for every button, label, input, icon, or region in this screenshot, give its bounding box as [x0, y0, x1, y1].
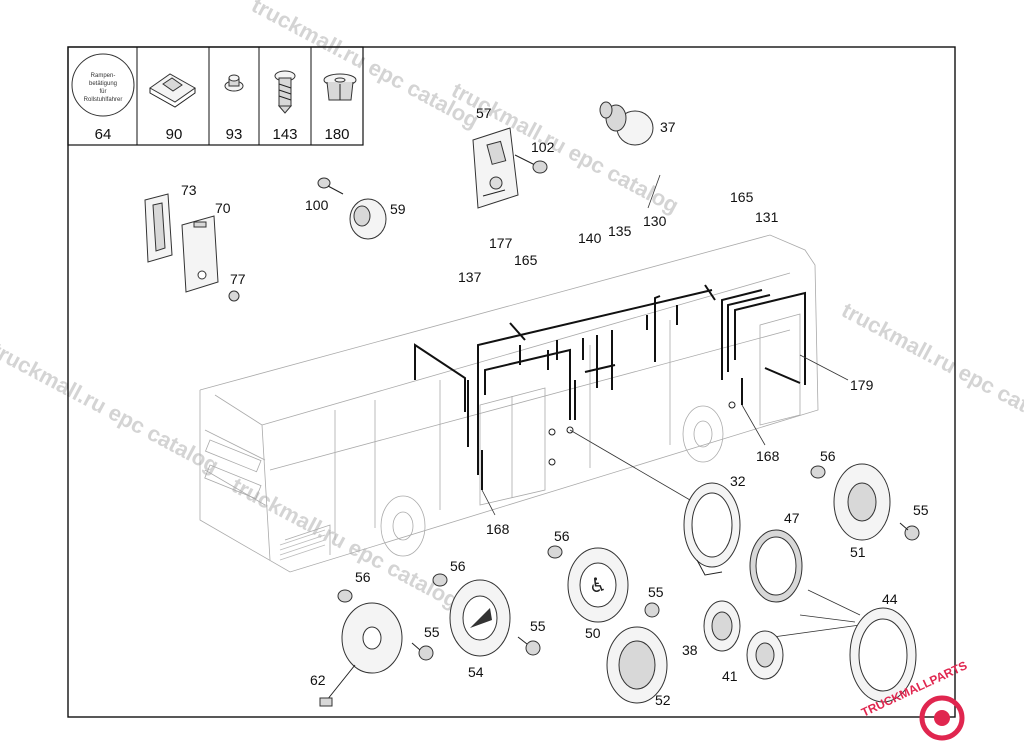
- part-73-frame: [144, 193, 173, 263]
- part-41-lens: [746, 630, 784, 680]
- part-52-bezel: [606, 626, 668, 704]
- part-70-cover: [181, 215, 219, 293]
- callout-100: 100: [305, 197, 329, 213]
- part-number-90: 90: [166, 126, 183, 143]
- wheelchair-icon: ♿: [589, 573, 607, 597]
- callout-55b: 55: [648, 584, 664, 600]
- callout-56a: 56: [820, 448, 836, 464]
- callout-131: 131: [755, 209, 779, 225]
- callout-44: 44: [882, 591, 898, 607]
- part-51-button-housing: [833, 463, 891, 541]
- callout-56d: 56: [450, 558, 466, 574]
- callout-140: 140: [578, 230, 602, 246]
- callout-37: 37: [660, 119, 676, 135]
- callout-50: 50: [585, 625, 601, 641]
- callout-62: 62: [310, 672, 326, 688]
- callout-32: 32: [730, 473, 746, 489]
- callout-labels: 57 102 37 73 70 77 100 59 177 165 137 14…: [181, 105, 929, 708]
- callout-56b: 56: [554, 528, 570, 544]
- callout-135: 135: [608, 223, 632, 239]
- screw-icon: [274, 70, 296, 114]
- callout-179: 179: [850, 377, 874, 393]
- part-47-ring: [749, 529, 803, 603]
- callout-70: 70: [215, 200, 231, 216]
- drawing-frame: [67, 46, 956, 718]
- callout-165a: 165: [514, 252, 538, 268]
- part-number-93: 93: [226, 126, 243, 143]
- watermark-text-1: truckmall.ru epc catalog: [248, 0, 483, 133]
- bus-outline: [199, 234, 819, 573]
- part-number-180: 180: [324, 126, 349, 143]
- callout-51: 51: [850, 544, 866, 560]
- callout-165b: 165: [730, 189, 754, 205]
- leader-lines: [481, 174, 861, 639]
- callout-73: 73: [181, 182, 197, 198]
- callout-102: 102: [531, 139, 555, 155]
- part-38-lens: [703, 600, 741, 652]
- callout-57: 57: [476, 105, 492, 121]
- part-number-143: 143: [272, 126, 297, 143]
- part-102-screw: [514, 154, 548, 174]
- sticker-line-1: Rampen-: [91, 73, 116, 79]
- callout-54: 54: [468, 664, 484, 680]
- callout-52: 52: [655, 692, 671, 708]
- part-59-knob: [349, 198, 387, 240]
- callout-59: 59: [390, 201, 406, 217]
- part-57-switch-panel: [472, 127, 519, 209]
- part-number-64: 64: [95, 126, 112, 143]
- callout-177: 177: [489, 235, 513, 251]
- rivet-icon: [224, 74, 244, 92]
- callout-55d: 55: [530, 618, 546, 634]
- header-parts-table: Rampen- betätigung für Rollstuhlfahrer: [67, 46, 364, 146]
- callout-168b: 168: [486, 521, 510, 537]
- callout-55a: 55: [913, 502, 929, 518]
- callout-41: 41: [722, 668, 738, 684]
- sticker-line-4: Rollstuhlfahrer: [84, 97, 123, 103]
- callout-38: 38: [682, 642, 698, 658]
- label-sticker-icon: Rampen- betätigung für Rollstuhlfahrer: [71, 53, 135, 117]
- part-62-button-base: [319, 602, 403, 707]
- callout-47: 47: [784, 510, 800, 526]
- callout-168a: 168: [756, 448, 780, 464]
- part-77-plug: [228, 290, 240, 302]
- part-37-lamp: [599, 101, 654, 146]
- part-50-wheelchair-button: ♿: [567, 547, 629, 623]
- sticker-line-2: betätigung: [89, 81, 117, 87]
- part-32-bezel: [683, 482, 741, 576]
- spreading-nut-icon: [323, 73, 357, 101]
- watermark-text-3: truckmall.ru epc catalog: [0, 337, 223, 478]
- part-100-screw: [317, 177, 344, 195]
- clip-nut-icon: [149, 73, 196, 108]
- callout-130: 130: [643, 213, 667, 229]
- sticker-line-3: für: [99, 89, 106, 95]
- callout-55c: 55: [424, 624, 440, 640]
- small-fasteners: [337, 465, 920, 661]
- part-54-ramp-button: [449, 579, 511, 657]
- wiring-harness: [414, 284, 806, 490]
- callout-56c: 56: [355, 569, 371, 585]
- part-44-bezel: [849, 607, 917, 703]
- callout-137: 137: [458, 269, 482, 285]
- callout-77: 77: [230, 271, 246, 287]
- watermark-text-5: truckmall.ru epc catalog: [838, 297, 1024, 438]
